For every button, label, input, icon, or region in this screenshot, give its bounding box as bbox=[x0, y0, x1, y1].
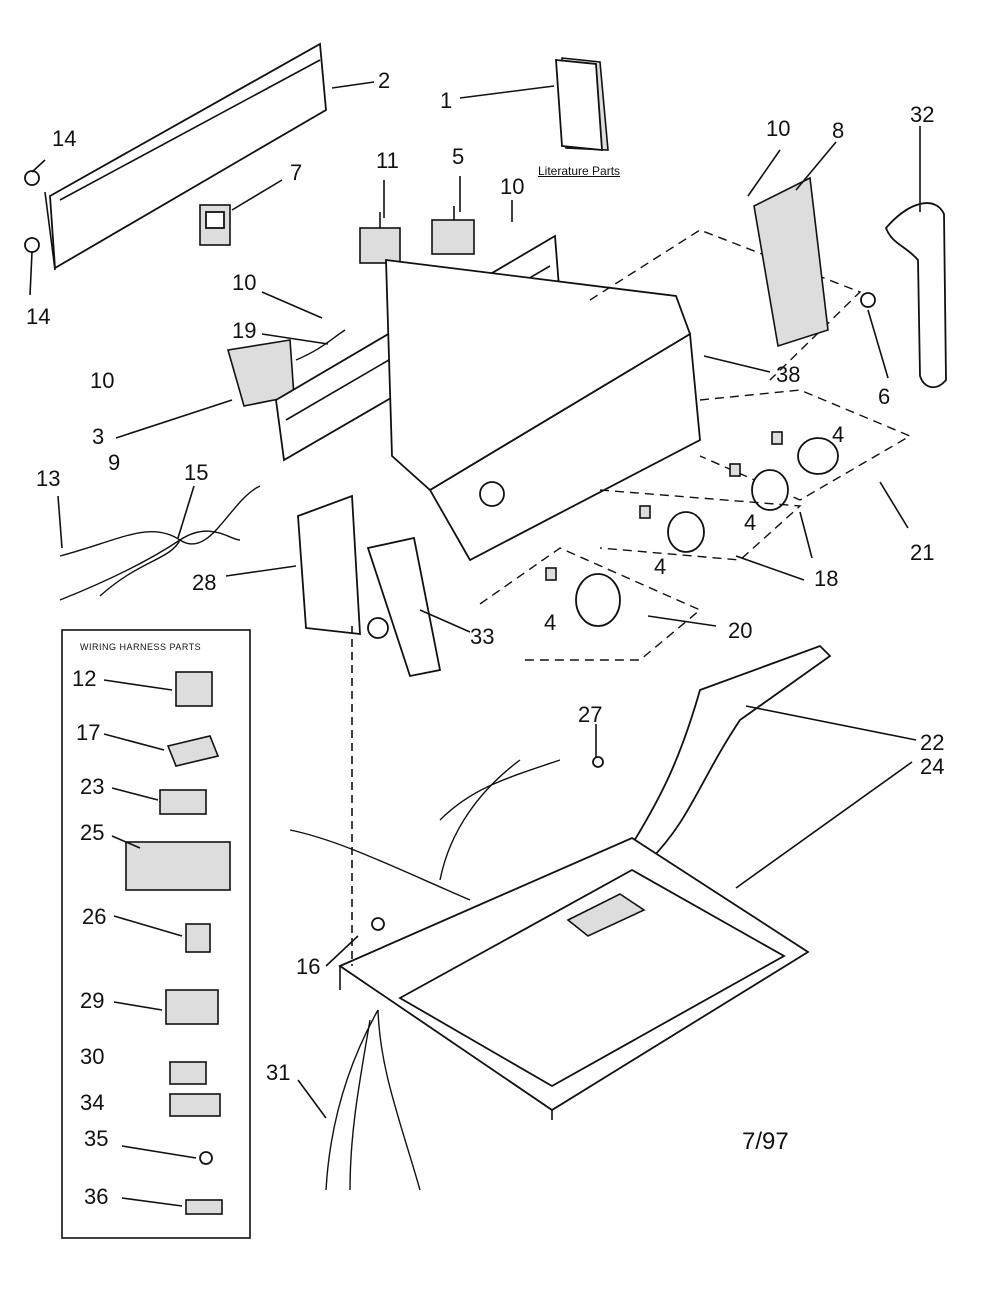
label-part-24: 24 bbox=[920, 754, 945, 779]
handle-part-33 bbox=[366, 536, 442, 678]
harness-part-36 bbox=[185, 1199, 223, 1215]
label-part-26: 26 bbox=[82, 904, 107, 929]
label-part-9: 9 bbox=[108, 450, 121, 475]
label-part-13: 13 bbox=[36, 466, 61, 491]
harness-part-29 bbox=[165, 989, 219, 1025]
top-panel-part-24 bbox=[338, 836, 810, 1120]
wiring-harness-box bbox=[61, 629, 251, 1239]
label-part-36: 36 bbox=[84, 1184, 109, 1209]
screw-part-27 bbox=[592, 756, 604, 768]
screw-part-14a bbox=[24, 170, 40, 186]
harness-part-35 bbox=[199, 1151, 213, 1165]
screw-part-6 bbox=[860, 292, 876, 308]
insert-part-4a bbox=[771, 431, 783, 445]
end-cap-part-8 bbox=[753, 176, 829, 348]
screw-part-14b bbox=[24, 237, 40, 253]
power-cord-part-31 bbox=[325, 1009, 421, 1191]
label-part-28: 28 bbox=[192, 570, 217, 595]
console-part-38 bbox=[385, 258, 701, 562]
label-part-4-d: 4 bbox=[544, 610, 557, 635]
literature-part-1 bbox=[555, 57, 609, 152]
label-part-6: 6 bbox=[878, 384, 891, 409]
end-cap-part-32 bbox=[884, 202, 947, 389]
label-part-14-top: 14 bbox=[52, 126, 77, 151]
insert-part-4b bbox=[729, 463, 741, 477]
label-part-34: 34 bbox=[80, 1090, 105, 1115]
label-part-33: 33 bbox=[470, 624, 495, 649]
label-part-23: 23 bbox=[80, 774, 105, 799]
label-part-30: 30 bbox=[80, 1044, 105, 1069]
label-part-10-right: 10 bbox=[766, 116, 791, 141]
label-part-32: 32 bbox=[910, 102, 935, 127]
label-part-20: 20 bbox=[728, 618, 753, 643]
harness-part-34 bbox=[169, 1093, 221, 1117]
label-part-38: 38 bbox=[776, 362, 801, 387]
label-part-14-bottom: 14 bbox=[26, 304, 51, 329]
rear-panel-part-2 bbox=[44, 42, 327, 271]
label-part-25: 25 bbox=[80, 820, 105, 845]
label-part-35: 35 bbox=[84, 1126, 109, 1151]
label-part-29: 29 bbox=[80, 988, 105, 1013]
label-part-1: 1 bbox=[440, 88, 453, 113]
label-part-18: 18 bbox=[814, 566, 839, 591]
label-part-22: 22 bbox=[920, 730, 945, 755]
label-part-21: 21 bbox=[910, 540, 935, 565]
bracket-part-28 bbox=[297, 494, 389, 639]
switch-part-5 bbox=[431, 206, 475, 255]
label-part-4-b: 4 bbox=[744, 510, 757, 535]
label-part-15: 15 bbox=[184, 460, 209, 485]
wiring-harness-part-13-15 bbox=[59, 485, 261, 601]
label-part-16: 16 bbox=[296, 954, 321, 979]
leader-lines bbox=[29, 81, 921, 1207]
label-part-12: 12 bbox=[72, 666, 97, 691]
date-code: 7/97 bbox=[742, 1128, 789, 1155]
label-part-3: 3 bbox=[92, 424, 105, 449]
label-part-7: 7 bbox=[290, 160, 303, 185]
harness-part-25 bbox=[125, 841, 231, 891]
label-part-19: 19 bbox=[232, 318, 257, 343]
label-part-10-left: 10 bbox=[232, 270, 257, 295]
switch-part-7 bbox=[199, 204, 231, 246]
label-part-4-c: 4 bbox=[654, 554, 667, 579]
knob-part-20 bbox=[479, 547, 702, 661]
insert-part-4d bbox=[545, 567, 557, 581]
knob-part-18 bbox=[599, 469, 802, 561]
harness-part-17 bbox=[166, 735, 220, 767]
harness-part-26 bbox=[185, 923, 211, 953]
label-part-31: 31 bbox=[266, 1060, 291, 1085]
harness-part-30 bbox=[169, 1061, 207, 1085]
harness-part-12 bbox=[175, 671, 213, 707]
main-harness-part-22 bbox=[289, 644, 832, 901]
label-part-10-center: 10 bbox=[500, 174, 525, 199]
label-part-8: 8 bbox=[832, 118, 845, 143]
label-part-27: 27 bbox=[578, 702, 603, 727]
label-part-4-a: 4 bbox=[832, 422, 845, 447]
label-part-10-far-left: 10 bbox=[90, 368, 115, 393]
timer-part-11 bbox=[359, 212, 401, 264]
screw-part-16 bbox=[371, 917, 385, 931]
insert-part-4c bbox=[639, 505, 651, 519]
label-part-17: 17 bbox=[76, 720, 101, 745]
wiring-harness-parts-title: WIRING HARNESS PARTS bbox=[80, 642, 202, 652]
harness-part-23 bbox=[159, 789, 207, 815]
literature-parts-label: Literature Parts bbox=[538, 164, 621, 178]
label-part-5: 5 bbox=[452, 144, 465, 169]
label-part-2: 2 bbox=[378, 68, 391, 93]
label-part-11: 11 bbox=[376, 148, 399, 173]
